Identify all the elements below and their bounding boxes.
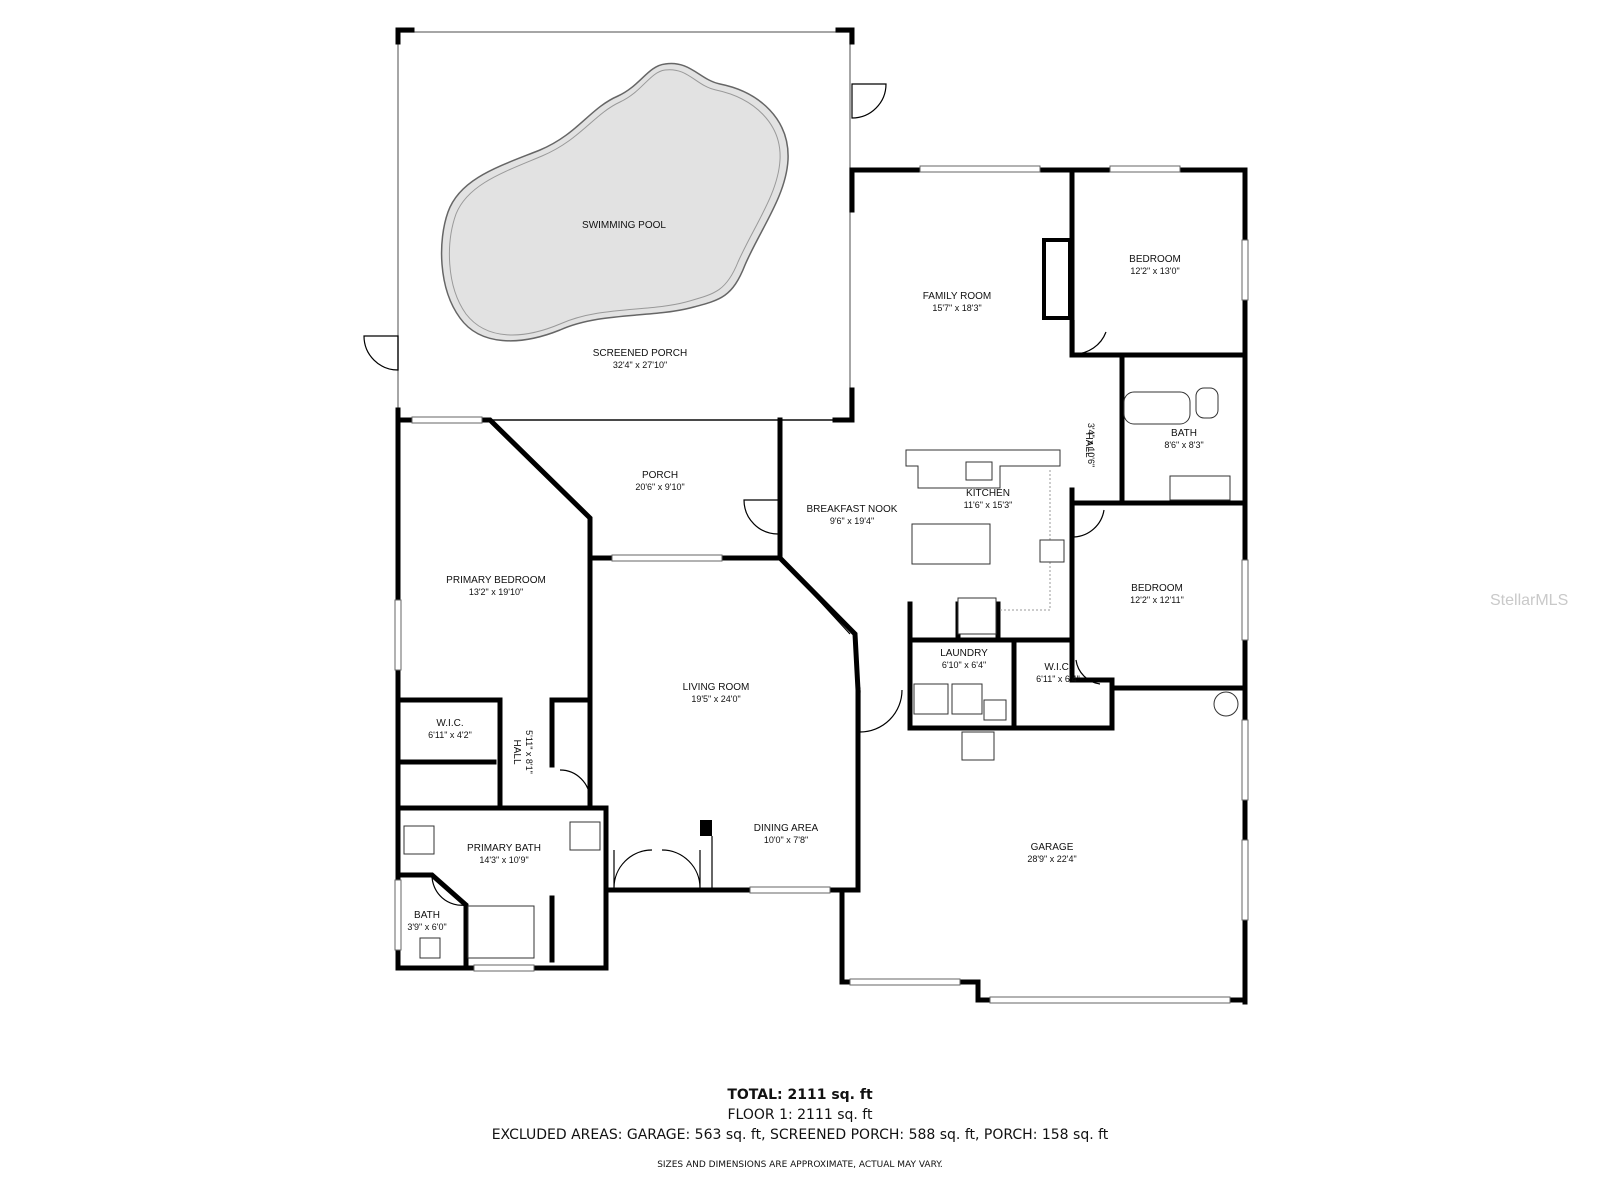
hall-2-name: HALL bbox=[511, 739, 522, 764]
excluded-areas: EXCLUDED AREAS: GARAGE: 563 sq. ft, SCRE… bbox=[491, 1127, 1109, 1143]
bath-1-name: BATH bbox=[1171, 428, 1197, 439]
bath-2-name: BATH bbox=[414, 910, 440, 921]
dining-area-name: DINING AREA bbox=[754, 823, 819, 834]
bath-2-dim: 3'9" x 6'0" bbox=[407, 922, 446, 932]
garage-dim: 28'9" x 22'4" bbox=[1027, 854, 1076, 864]
kitchen-name: KITCHEN bbox=[966, 488, 1010, 499]
breakfast-nook-name: BREAKFAST NOOK bbox=[807, 504, 898, 515]
doors bbox=[431, 320, 1107, 906]
wic-1-name: W.I.C. bbox=[1044, 662, 1071, 673]
laundry-dim: 6'10" x 6'4" bbox=[942, 660, 986, 670]
swimming-pool bbox=[440, 62, 789, 342]
primary-bedroom-name: PRIMARY BEDROOM bbox=[446, 575, 546, 586]
screened-porch-dim: 32'4" x 27'10" bbox=[613, 360, 667, 370]
floor-plan: SWIMMING POOL SCREENED PORCH 32'4" x 27'… bbox=[363, 27, 1249, 1005]
kitchen-dim: 11'6" x 15'3" bbox=[964, 500, 1013, 510]
laundry-name: LAUNDRY bbox=[940, 648, 988, 659]
living-room-dim: 19'5" x 24'0" bbox=[691, 694, 740, 704]
kitchen-island bbox=[911, 523, 991, 565]
screened-porch-area bbox=[363, 27, 887, 423]
family-room-name: FAMILY ROOM bbox=[923, 291, 992, 302]
dining-area-dim: 10'0" x 7'8" bbox=[764, 835, 808, 845]
bath-1-dim: 8'6" x 8'3" bbox=[1164, 440, 1203, 450]
hall-2-dim: 5'11" x 8'1" bbox=[524, 730, 534, 774]
total-area: TOTAL: 2111 sq. ft bbox=[727, 1087, 873, 1103]
porch-name: PORCH bbox=[642, 470, 678, 481]
living-room-name: LIVING ROOM bbox=[683, 682, 750, 693]
primary-bedroom-dim: 13'2" x 19'10" bbox=[469, 587, 523, 597]
room-labels: SWIMMING POOL SCREENED PORCH 32'4" x 27'… bbox=[407, 220, 1203, 932]
hall-1-name: HALL bbox=[1083, 432, 1094, 457]
hall-1-dim: 3'4" x 10'6" bbox=[1086, 423, 1096, 467]
porch-dim: 20'6" x 9'10" bbox=[635, 482, 684, 492]
bedroom-1-dim: 12'2" x 13'0" bbox=[1130, 266, 1179, 276]
garage-name: GARAGE bbox=[1031, 842, 1074, 853]
disclaimer: SIZES AND DIMENSIONS ARE APPROXIMATE, AC… bbox=[657, 1160, 943, 1170]
fixtures bbox=[403, 387, 1239, 959]
floor-area: FLOOR 1: 2111 sq. ft bbox=[727, 1107, 873, 1123]
house-walls bbox=[395, 167, 1248, 1005]
family-room-dim: 15'7" x 18'3" bbox=[932, 303, 981, 313]
watermark-logo: StellarMLS bbox=[1490, 592, 1569, 609]
screened-porch-name: SCREENED PORCH bbox=[593, 348, 687, 359]
windows bbox=[394, 165, 1249, 1004]
area-summary: TOTAL: 2111 sq. ft FLOOR 1: 2111 sq. ft … bbox=[0, 1085, 1600, 1175]
swimming-pool-label: SWIMMING POOL bbox=[582, 220, 666, 231]
bedroom-2-dim: 12'2" x 12'11" bbox=[1130, 595, 1184, 605]
wic-2-dim: 6'11" x 4'2" bbox=[428, 730, 472, 740]
primary-bath-dim: 14'3" x 10'9" bbox=[479, 855, 528, 865]
wic-1-dim: 6'11" x 6'4" bbox=[1036, 674, 1080, 684]
breakfast-nook-dim: 9'6" x 19'4" bbox=[830, 516, 874, 526]
wic-2-name: W.I.C. bbox=[436, 718, 463, 729]
bedroom-1-name: BEDROOM bbox=[1129, 254, 1181, 265]
bedroom-2-name: BEDROOM bbox=[1131, 583, 1183, 594]
primary-bath-name: PRIMARY BATH bbox=[467, 843, 541, 854]
